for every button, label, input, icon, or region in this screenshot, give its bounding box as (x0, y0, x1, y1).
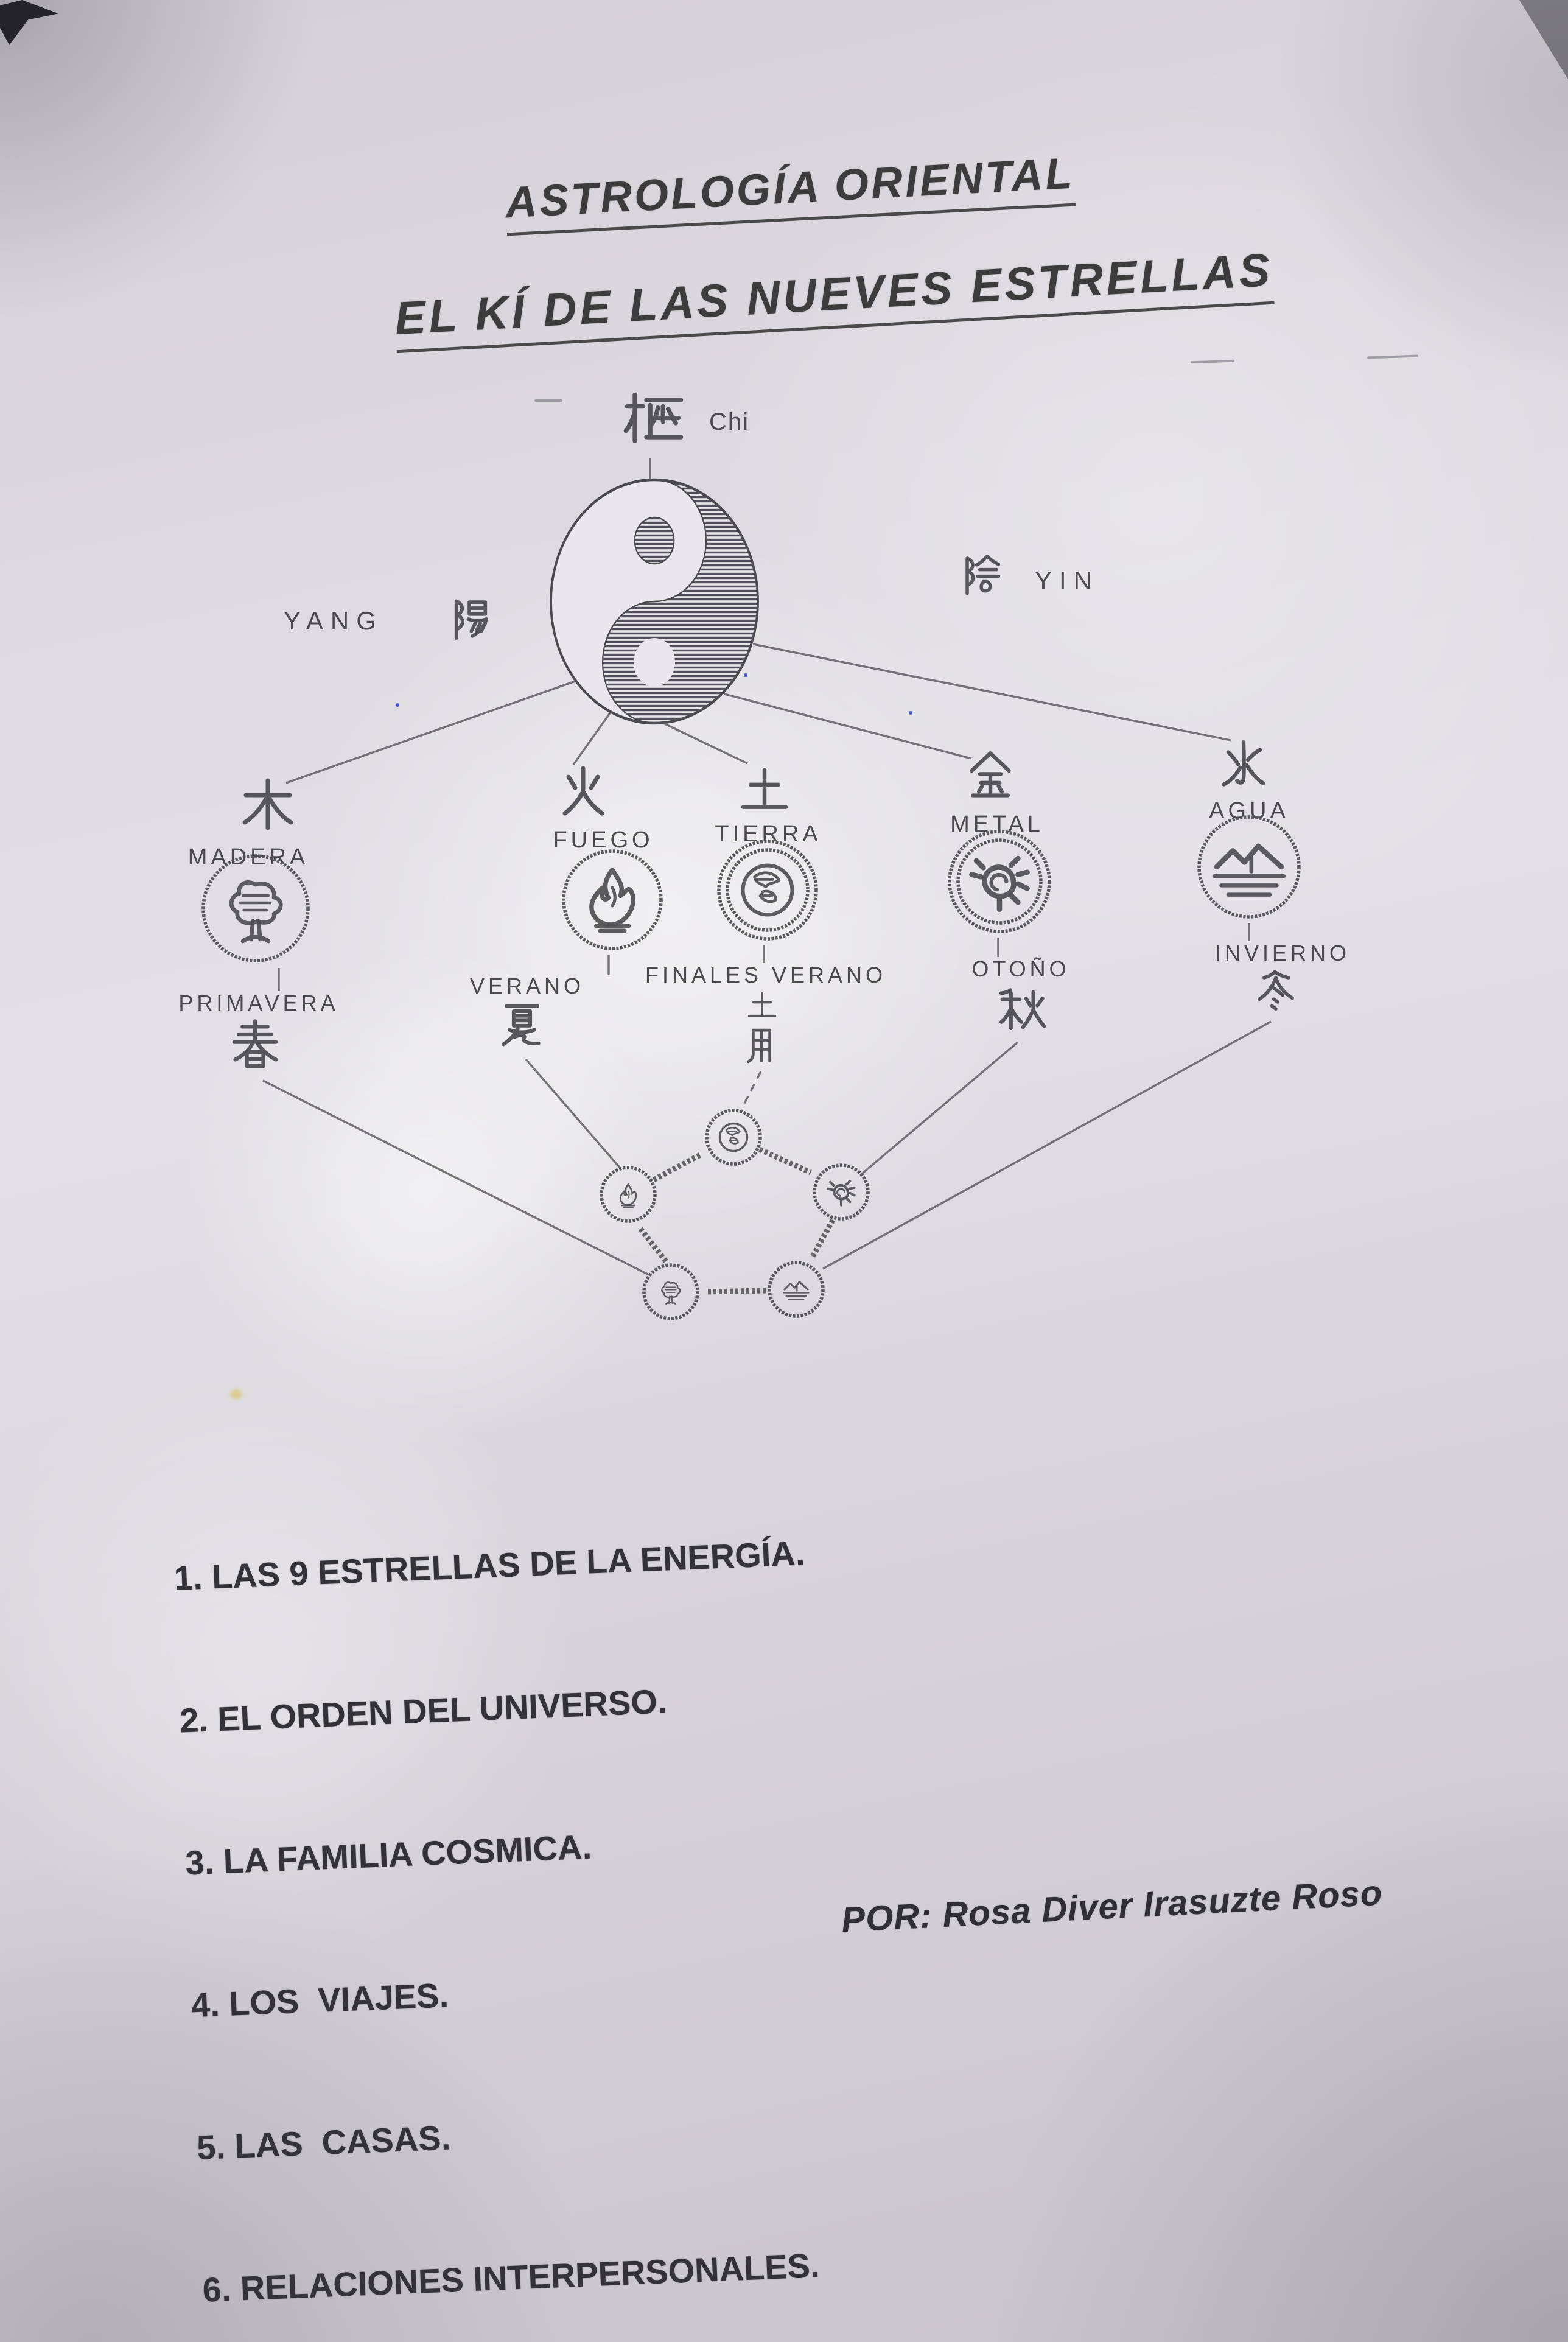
taijitu-dark-dot (634, 516, 675, 565)
photocopy-smudge (534, 399, 562, 402)
arrow-agua-to-madera (705, 1288, 766, 1295)
arrow-fuego-to-tierra (652, 1152, 703, 1182)
landscape-icon (783, 1281, 810, 1300)
list-item: 6. RELACIONES INTERPERSONALES. (201, 2246, 821, 2309)
season-label: PRIMAVERA (178, 990, 338, 1015)
kanji-chi-icon (626, 395, 681, 441)
yin-yang-symbol (550, 478, 759, 725)
kanji-wood-icon (245, 780, 291, 828)
element-column-metal: METAL OTOÑO (948, 753, 1069, 1028)
globe-icon (718, 1122, 749, 1152)
ink-speck (396, 703, 399, 707)
radiating-lines (285, 643, 1231, 784)
cycle-node-madera (642, 1263, 699, 1320)
dashed-connector-line (740, 1071, 762, 1110)
taijitu-light-dot (634, 638, 675, 687)
list-item: 5. LAS CASAS. (196, 2118, 452, 2167)
season-label: INVIERNO (1215, 941, 1350, 966)
converging-lines (262, 1020, 1272, 1276)
flame-icon (619, 1183, 637, 1208)
agua-circle (1197, 815, 1301, 919)
line-autumn-to-cycle (861, 1041, 1019, 1175)
kanji-yang-icon (457, 601, 486, 638)
tree-icon (661, 1281, 681, 1305)
element-column-agua: AGUA INVIERNO (1197, 742, 1350, 1009)
cycle-node-fuego (600, 1166, 657, 1223)
season-label: VERANO (470, 973, 584, 998)
tierra-circle-outer (717, 840, 818, 941)
list-item: 2. EL ORDEN DEL UNIVERSO. (178, 1681, 668, 1740)
contents-list: 1. LAS 9 ESTRELLAS DE LA ENERGÍA. 2. EL … (169, 1422, 1174, 2342)
element-column-madera: MADERA PRIMAVERA (178, 780, 338, 1066)
line-winter-to-cycle (822, 1020, 1272, 1270)
flame-icon (592, 870, 633, 931)
kanji-yin-icon (967, 556, 998, 594)
element-cycle (600, 1109, 870, 1320)
fuego-circle (562, 849, 663, 950)
kanji-earth-small-icon (747, 992, 777, 1017)
tree-icon (231, 882, 281, 941)
season-label: FINALES VERANO (645, 962, 886, 987)
globe-icon (743, 866, 793, 915)
kanji-winter-icon (1259, 972, 1292, 1009)
ink-speck (909, 711, 912, 715)
tierra-circle-inner (726, 848, 810, 932)
yin-label: YIN (1035, 566, 1099, 595)
yang-label: YANG (284, 606, 383, 635)
list-item: 1. LAS 9 ESTRELLAS DE LA ENERGÍA. (173, 1534, 806, 1597)
cycle-node-metal (813, 1163, 870, 1221)
madera-circle (201, 854, 310, 962)
list-item: 4. LOS VIAJES. (190, 1976, 450, 2025)
line-to-agua (752, 643, 1231, 742)
chi-group: Chi (626, 395, 749, 485)
line-to-madera (285, 679, 578, 784)
metal-circle-inner (956, 838, 1043, 925)
line-to-tierra (663, 722, 748, 765)
cycle-node-tierra (705, 1109, 762, 1166)
cycle-node-agua (768, 1261, 825, 1318)
arrow-madera-to-fuego (638, 1227, 668, 1263)
five-elements-diagram: Chi YANG YIN MADE (178, 0, 1350, 1320)
kanji-fire-icon (565, 768, 602, 813)
element-label: TIERRA (715, 821, 821, 847)
gear-icon (828, 1181, 854, 1205)
kanji-water-icon (1224, 742, 1264, 784)
arrow-metal-to-agua (810, 1218, 835, 1260)
element-column-tierra: TIERRA FINALES VERANO (645, 770, 886, 1110)
chi-label: Chi (709, 408, 749, 435)
kanji-metal-icon (971, 753, 1009, 795)
list-item: 3. LA FAMILIA COSMICA. (184, 1827, 593, 1882)
element-label: AGUA (1209, 798, 1289, 824)
element-label: FUEGO (553, 827, 653, 853)
gear-icon (971, 858, 1027, 910)
yang-group: YANG (284, 601, 486, 638)
line-summer-to-cycle (525, 1058, 622, 1170)
metal-circle-outer (948, 830, 1051, 933)
line-spring-to-cycle (262, 1079, 649, 1276)
arrow-tierra-to-metal (758, 1146, 812, 1176)
element-column-fuego: FUEGO VERANO (470, 768, 663, 1045)
line-to-metal (724, 693, 972, 760)
kanji-use-icon (748, 1030, 769, 1062)
yin-group: YIN (967, 556, 1099, 595)
paper-stain (230, 1389, 242, 1399)
ink-speck (744, 673, 747, 677)
kanji-summer-icon (503, 1006, 539, 1045)
landscape-icon (1214, 846, 1284, 895)
kanji-autumn-icon (1001, 990, 1045, 1028)
line-to-fuego (572, 712, 612, 765)
kanji-earth-icon (743, 770, 786, 807)
kanji-spring-icon (234, 1021, 276, 1066)
season-label: OTOÑO (971, 956, 1069, 981)
